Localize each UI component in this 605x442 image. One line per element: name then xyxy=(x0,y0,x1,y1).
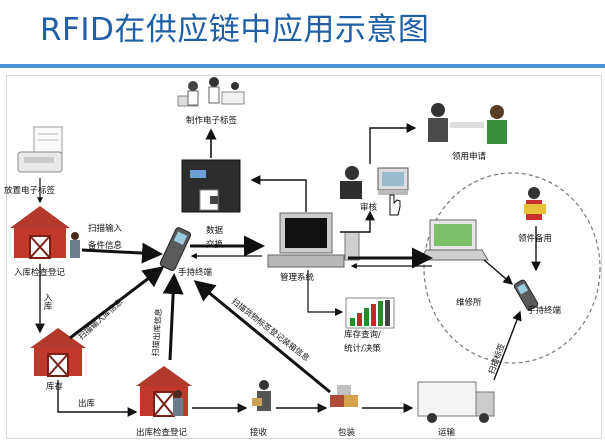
label-inbound: 入库 xyxy=(42,293,52,310)
repair-laptop-icon xyxy=(419,219,489,261)
inbound-barn-icon xyxy=(10,206,70,259)
arrow-laptop-handheld xyxy=(483,259,514,285)
label-make-tag: 制作电子标签 xyxy=(186,116,238,126)
inventory-chart-icon xyxy=(345,297,395,329)
label-data-exchange-2: 交换 xyxy=(206,240,224,250)
arrow-mgmt-to-printer xyxy=(250,175,307,212)
hand-cursor-icon xyxy=(389,194,401,216)
label-scan-input-2: 备件信息 xyxy=(88,241,123,251)
approver-icon xyxy=(340,166,409,199)
label-receive: 接收 xyxy=(250,428,268,438)
label-stock: 库存 xyxy=(46,382,64,392)
label-inbound-check: 入库检查登记 xyxy=(14,268,66,278)
label-handheld-repair: 手持终端 xyxy=(527,306,562,316)
outbound-barn-icon xyxy=(136,366,192,417)
handheld-terminal-icon xyxy=(159,227,192,272)
label-outbound: 出库 xyxy=(78,399,96,409)
label-data-exchange-1: 数据 xyxy=(206,226,224,236)
label-apply: 领用申请 xyxy=(452,152,487,162)
arrow-approver-to-apply xyxy=(369,123,417,164)
label-requisition: 领件备用 xyxy=(518,234,553,244)
arrow-outbound-to-handheld xyxy=(162,273,184,361)
page-title: RFID在供应链中应用示意图 xyxy=(40,12,430,48)
label-inventory-query-2: 统计/决策 xyxy=(344,344,381,354)
label-inventory-query-1: 库存查询/ xyxy=(344,330,381,340)
arrow-mgmt-to-approver xyxy=(340,210,375,233)
arrow-stock-to-outbound xyxy=(57,380,138,417)
worker-icon-inbound xyxy=(70,232,80,258)
title-underline xyxy=(0,64,605,68)
label-handheld-main: 手持终端 xyxy=(178,268,213,278)
stock-barn-icon xyxy=(30,328,86,377)
truck-icon xyxy=(417,381,495,423)
flow-arrows xyxy=(35,123,541,417)
arrow-inbound-to-handheld xyxy=(81,242,163,264)
label-repair-station: 维修所 xyxy=(456,298,482,308)
worker-icon-outbound xyxy=(173,390,183,416)
tag-makers-icon xyxy=(177,77,245,107)
label-scan-input-1: 扫描输入 xyxy=(88,224,123,234)
receive-worker-icon xyxy=(252,380,271,411)
package-icon xyxy=(330,385,358,407)
label-mgmt-system: 管理系统 xyxy=(280,273,315,283)
arrow-stock-to-handheld xyxy=(69,266,165,340)
label-place-tag: 放置电子标签 xyxy=(4,186,56,196)
label-transport: 运输 xyxy=(438,428,456,438)
label-outbound-check: 出库检查登记 xyxy=(136,428,188,438)
management-computer-icon xyxy=(267,212,360,268)
rfid-printer-icon xyxy=(181,159,241,213)
repair-worker-icon xyxy=(524,187,546,220)
repair-handheld-icon xyxy=(513,279,539,311)
apply-people-icon xyxy=(428,103,507,144)
tag-printer-icon xyxy=(17,126,63,173)
label-pack: 包装 xyxy=(338,428,356,438)
arrow-truck-to-repair-handheld xyxy=(493,310,522,381)
arrow-pack-to-handheld xyxy=(193,280,331,394)
arrow-mgmt-to-chart xyxy=(307,270,344,317)
label-approve: 审核 xyxy=(360,203,378,213)
